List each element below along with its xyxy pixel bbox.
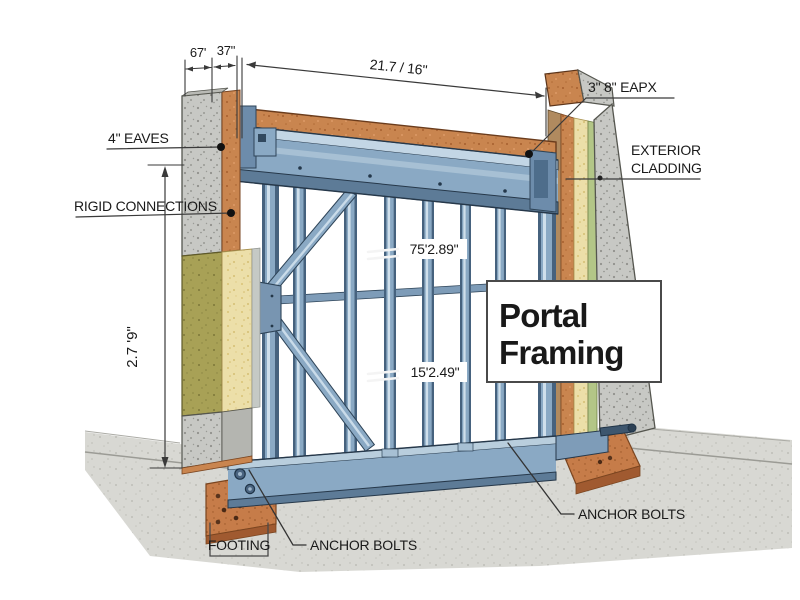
label-dim-mid-lower: 15'2.49" — [411, 364, 460, 380]
wall-top-wood-block — [544, 69, 585, 107]
callout-exterior-cladding: EXTERIOR CLADDING — [565, 142, 702, 181]
diagonal-brace-lower — [266, 311, 376, 453]
pillar-insulation-front — [181, 251, 223, 417]
annotations: 67' 37" 21.7 / 16" 3" 8" EAPX — [74, 43, 702, 557]
right-wall-assembly — [544, 68, 656, 449]
label-dim-top-span: 21.7 / 16" — [369, 56, 428, 78]
pillar-footing-side — [221, 407, 253, 463]
label-dim-mid-upper: 75'2.89" — [410, 241, 459, 257]
title-box: Portal Framing — [486, 280, 662, 383]
callout-anchor-bolts-right: ANCHOR BOLTS — [507, 442, 685, 522]
header-beam — [204, 121, 559, 215]
stud — [384, 193, 396, 453]
label-anchor-bolts-left: ANCHOR BOLTS — [310, 537, 417, 553]
pillar-concrete-block — [181, 91, 223, 257]
stud — [422, 197, 434, 449]
dimension-top-span: 21.7 / 16" — [246, 56, 547, 137]
label-exterior-line1: EXTERIOR — [631, 142, 701, 158]
wall-top-concrete-cap — [577, 68, 615, 107]
label-rigid-connections: RIGID CONNECTIONS — [74, 198, 217, 214]
label-anchor-bolts-right: ANCHOR BOLTS — [578, 506, 685, 522]
label-dim-67: 67' — [190, 45, 206, 60]
label-dim-37: 37" — [217, 43, 236, 58]
eaves-corner-connection — [239, 105, 277, 169]
left-pillar — [181, 87, 261, 475]
right-end-connection — [529, 149, 557, 213]
pillar-footing-concrete — [181, 411, 223, 469]
base-beam — [227, 423, 637, 509]
label-eapx: 3" 8" EAPX — [588, 79, 658, 95]
callout-rigid-connections: RIGID CONNECTIONS — [74, 198, 235, 218]
pillar-sill-wood — [181, 455, 253, 475]
callout-eaves: 4" EAVES — [106, 130, 225, 151]
dimension-height: 2.7 '9" — [124, 164, 185, 469]
callout-eapx: 3" 8" EAPX — [525, 79, 675, 158]
dimension-mid-upper: 75'2.89" — [366, 239, 467, 261]
dimension-67: 67' — [184, 45, 213, 103]
label-height-dim: 2.7 '9" — [124, 326, 141, 368]
label-footing: FOOTING — [208, 537, 270, 553]
title-line1: Portal — [499, 297, 588, 334]
callout-anchor-bolts-left: ANCHOR BOLTS — [248, 469, 417, 553]
pillar-membrane-strip — [251, 247, 261, 409]
base-beam-extension — [555, 429, 609, 461]
stud — [460, 201, 471, 445]
label-exterior-line2: CLADDING — [631, 160, 702, 176]
dimension-mid-lower: 15'2.49" — [366, 362, 467, 383]
dimension-37: 37" — [213, 43, 243, 139]
callout-footing: FOOTING — [208, 522, 270, 557]
pillar-insulation-side — [221, 248, 253, 413]
stud — [293, 184, 306, 462]
label-eaves: 4" EAVES — [108, 130, 169, 146]
stud — [344, 189, 357, 457]
pillar-top-face — [181, 87, 229, 97]
title-line2: Framing — [499, 334, 624, 371]
